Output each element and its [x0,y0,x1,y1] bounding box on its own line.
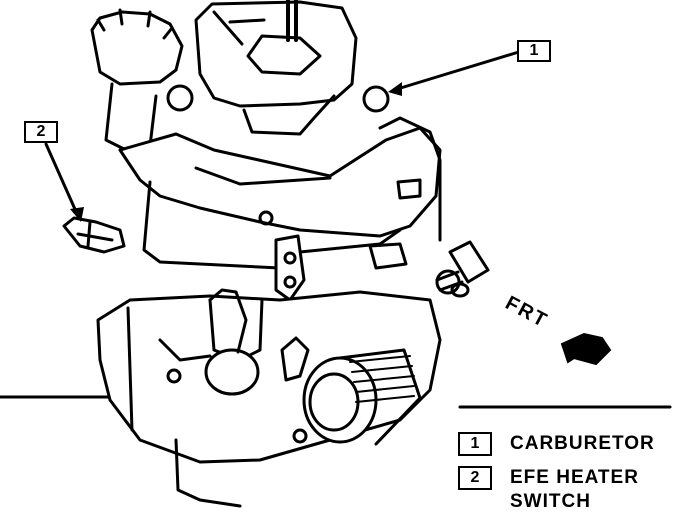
oil-filter [302,348,422,446]
legend-number: 1 [458,432,492,456]
callout-2-box: 2 [24,121,58,143]
distributor-cap [90,8,184,152]
efe-heater-switch [62,216,126,254]
legend-number: 2 [458,466,492,490]
legend-item-carburetor: 1 CARBURETOR [458,432,655,456]
front-direction-arrow-icon [560,332,612,366]
callout-2-leader [44,142,80,218]
legend-label: CARBURETOR [510,433,655,454]
legend-item-efe-heater-switch: 2 EFE HEATER SWITCH [458,466,639,514]
callout-1-box: 1 [517,40,551,62]
carburetor-body [166,0,390,136]
mounting-bracket [274,234,464,302]
callout-1-arrowhead [388,82,402,96]
sleeve-part [448,240,490,298]
callout-2-arrowhead [70,207,84,222]
legend-label: EFE HEATER SWITCH [510,467,639,512]
callout-1-leader [392,49,524,92]
linkage [204,288,310,396]
